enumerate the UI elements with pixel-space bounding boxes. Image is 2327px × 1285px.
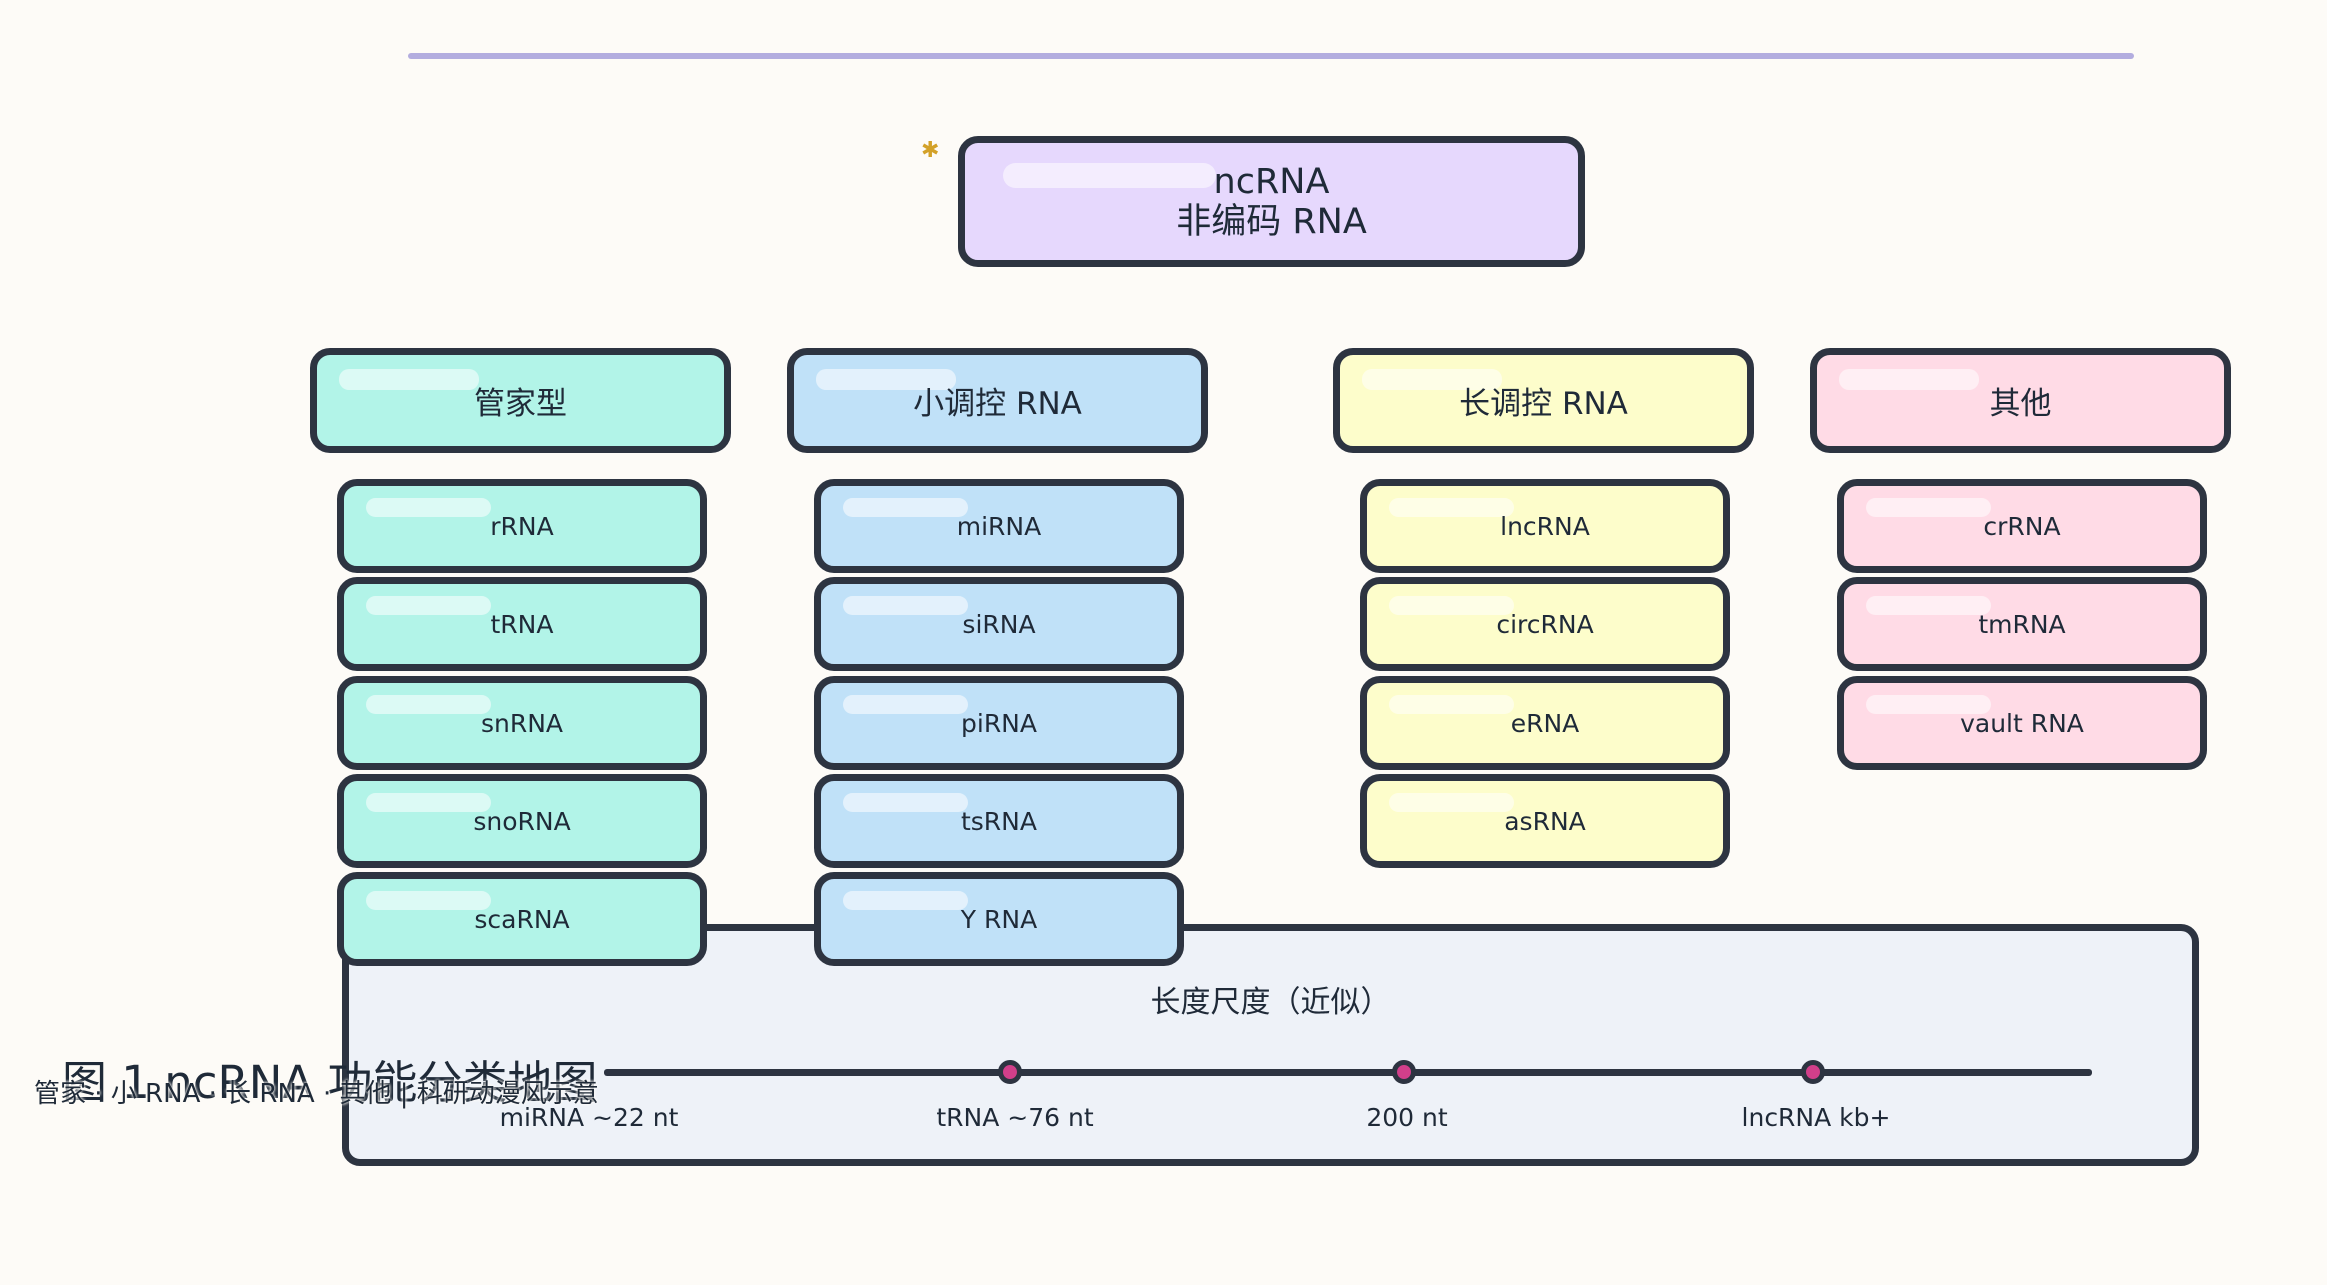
category-long-regulatory-rna: 长调控 RNA: [1333, 348, 1754, 453]
node-label: lncRNA: [1500, 511, 1590, 541]
node-label: crRNA: [1983, 511, 2061, 541]
scale-marker-lncrna: [1801, 1060, 1825, 1084]
root-node-ncrna: ncRNA 非编码 RNA: [958, 136, 1585, 267]
node-label: rRNA: [490, 511, 554, 541]
node-highlight: [843, 695, 968, 714]
scale-tick-mirna: miRNA ~22 nt: [499, 1103, 679, 1132]
category-highlight: [339, 369, 479, 390]
node-mirna: miRNA: [814, 479, 1184, 573]
root-label: ncRNA 非编码 RNA: [1176, 162, 1367, 242]
node-highlight: [843, 596, 968, 615]
node-label: siRNA: [962, 609, 1036, 639]
category-highlight: [1839, 369, 1979, 390]
figure-caption-subtitle: 管家 · 小 RNA · 长 RNA · 其他 | 科研动漫风示意: [34, 1079, 599, 1109]
node-rrna: rRNA: [337, 479, 707, 573]
length-scale-title: 长度尺度（近似）: [1150, 985, 1391, 1020]
node-highlight: [1866, 498, 1991, 517]
node-snrna: snRNA: [337, 676, 707, 770]
node-sirna: siRNA: [814, 577, 1184, 671]
root-highlight: [1003, 163, 1216, 188]
node-highlight: [843, 793, 968, 812]
node-highlight: [366, 596, 491, 615]
root-label-line2: 非编码 RNA: [1176, 201, 1367, 242]
node-crrna: crRNA: [1837, 479, 2207, 573]
sparkle-icon: ✱: [921, 138, 940, 163]
category-label: 长调控 RNA: [1459, 386, 1628, 422]
node-highlight: [366, 891, 491, 910]
node-vault-rna: vault RNA: [1837, 676, 2207, 770]
node-tsrna: tsRNA: [814, 774, 1184, 868]
category-label: 管家型: [474, 386, 567, 422]
scale-tick-trna: tRNA ~76 nt: [936, 1103, 1094, 1132]
node-y-rna: Y RNA: [814, 872, 1184, 966]
node-label: miRNA: [956, 511, 1042, 541]
node-label: snRNA: [480, 708, 564, 738]
node-label: tmRNA: [1978, 609, 2066, 639]
node-pirna: piRNA: [814, 676, 1184, 770]
header-divider: [408, 53, 2134, 59]
node-lncrna: lncRNA: [1360, 479, 1730, 573]
category-highlight: [816, 369, 956, 390]
node-highlight: [843, 498, 968, 517]
node-label: Y RNA: [960, 904, 1038, 934]
node-tmrna: tmRNA: [1837, 577, 2207, 671]
node-highlight: [843, 891, 968, 910]
node-label: asRNA: [1504, 806, 1586, 836]
node-erna: eRNA: [1360, 676, 1730, 770]
category-housekeeping: 管家型: [310, 348, 731, 453]
scale-tick-lncrna: lncRNA kb+: [1741, 1103, 1891, 1132]
figure-caption-title: 图 1 ncRNA 功能分类地图: [62, 1056, 598, 1109]
root-label-line1: ncRNA: [1213, 161, 1330, 202]
category-label: 小调控 RNA: [913, 386, 1082, 422]
scale-tick-200nt: 200 nt: [1366, 1103, 1448, 1132]
node-label: tRNA: [490, 609, 554, 639]
node-highlight: [1389, 498, 1514, 517]
node-scarna: scaRNA: [337, 872, 707, 966]
node-highlight: [1866, 695, 1991, 714]
node-highlight: [366, 793, 491, 812]
category-label: 其他: [1989, 386, 2052, 422]
node-highlight: [366, 498, 491, 517]
category-other: 其他: [1810, 348, 2231, 453]
category-small-regulatory-rna: 小调控 RNA: [787, 348, 1208, 453]
node-label: snoRNA: [473, 806, 571, 836]
node-trna: tRNA: [337, 577, 707, 671]
node-label: eRNA: [1510, 708, 1580, 738]
scale-marker-trna: [998, 1060, 1022, 1084]
node-highlight: [1389, 596, 1514, 615]
node-label: piRNA: [961, 708, 1037, 738]
node-asrna: asRNA: [1360, 774, 1730, 868]
category-highlight: [1362, 369, 1502, 390]
node-label: vault RNA: [1960, 708, 2084, 738]
node-label: tsRNA: [960, 806, 1037, 836]
length-scale-axis: [604, 1069, 2092, 1076]
node-label: scaRNA: [474, 904, 570, 934]
scale-marker-200nt: [1392, 1060, 1416, 1084]
node-label: circRNA: [1496, 609, 1594, 639]
node-highlight: [1389, 695, 1514, 714]
node-highlight: [1389, 793, 1514, 812]
node-snorna: snoRNA: [337, 774, 707, 868]
node-highlight: [366, 695, 491, 714]
node-highlight: [1866, 596, 1991, 615]
node-circrna: circRNA: [1360, 577, 1730, 671]
